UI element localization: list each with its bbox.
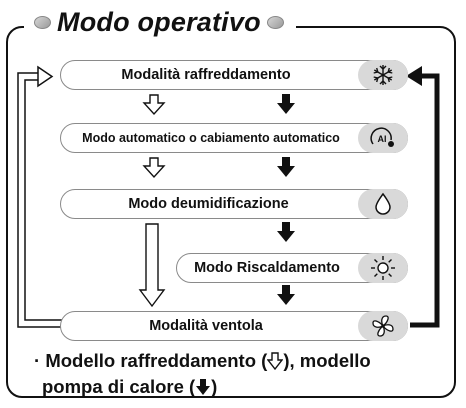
mode-heating-label: Modo Riscaldamento <box>194 260 340 276</box>
filled-down-arrow-2 <box>277 157 295 177</box>
mode-cooling-label: Modalità raffreddamento <box>121 67 291 83</box>
outline-down-arrow-2 <box>142 157 166 179</box>
footnote-bullet: · <box>34 350 41 371</box>
droplet-icon <box>358 189 408 219</box>
outline-down-arrow-long <box>138 223 166 308</box>
filled-down-arrow-1 <box>277 94 295 114</box>
title-bullet-right-icon <box>266 15 284 29</box>
mode-dehumidify: Modo deumidificazione <box>60 189 408 219</box>
svg-text:AI: AI <box>378 134 387 144</box>
fan-icon <box>358 311 408 341</box>
mode-auto: Modo automatico o cabiamento automatico … <box>60 123 408 153</box>
mode-cooling: Modalità raffreddamento <box>60 60 408 90</box>
footnote-part1: Modello raffreddamento ( <box>45 350 268 371</box>
mode-fan: Modalità ventola <box>60 311 408 341</box>
title-text: Modo operativo <box>57 6 261 37</box>
mode-dehumidify-label: Modo deumidificazione <box>128 196 289 212</box>
mode-auto-label: Modo automatico o cabiamento automatico <box>82 131 340 145</box>
cooling-loop-line <box>17 72 62 328</box>
footnote-part4: ) <box>211 376 218 397</box>
heatpump-loop-arrowhead <box>406 66 422 86</box>
footnote-part2: ), modello <box>283 350 371 371</box>
heatpump-loop-line <box>410 73 440 328</box>
filled-down-arrow-4 <box>277 285 295 305</box>
footnote-part3: pompa di calore ( <box>42 376 196 397</box>
auto-ai-icon: AI <box>358 123 408 153</box>
filled-down-arrow-legend-icon <box>195 378 211 401</box>
sun-icon <box>358 253 408 283</box>
outline-down-arrow-legend-icon <box>266 352 284 375</box>
mode-heating: Modo Riscaldamento <box>176 253 408 283</box>
section-title: Modo operativo <box>24 2 296 42</box>
mode-fan-label: Modalità ventola <box>149 318 263 334</box>
outline-down-arrow-1 <box>142 94 166 116</box>
title-bullet-left-icon <box>34 15 51 29</box>
cooling-loop-arrowhead <box>37 65 54 88</box>
snowflake-icon <box>358 60 408 90</box>
footnote: · Modello raffreddamento ( ), modello pom… <box>34 349 444 401</box>
filled-down-arrow-3 <box>277 222 295 242</box>
